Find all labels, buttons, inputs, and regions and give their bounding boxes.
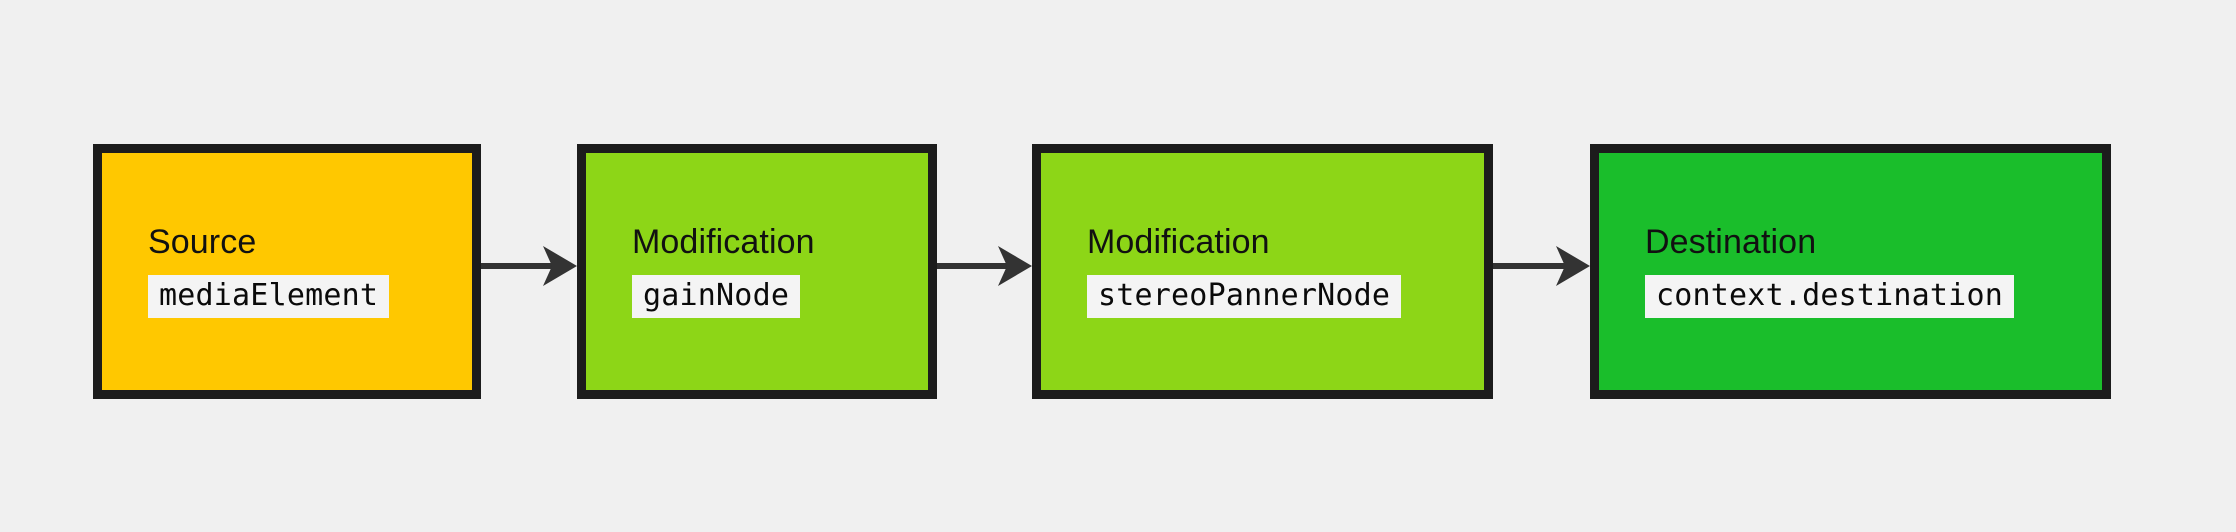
- node-source[interactable]: Source mediaElement: [93, 144, 481, 399]
- edge-source-to-gain: [481, 238, 579, 296]
- node-title: Destination: [1645, 222, 1817, 261]
- arrow-right-icon: [1493, 246, 1590, 286]
- node-title: Modification: [1087, 222, 1270, 261]
- edge-gain-to-panner: [937, 238, 1034, 296]
- node-title: Modification: [632, 222, 815, 261]
- node-destination[interactable]: Destination context.destination: [1590, 144, 2111, 399]
- node-panner[interactable]: Modification stereoPannerNode: [1032, 144, 1493, 399]
- arrow-right-icon: [481, 246, 577, 286]
- node-code-label: gainNode: [632, 274, 801, 319]
- node-code-label: mediaElement: [148, 274, 390, 319]
- node-gain[interactable]: Modification gainNode: [577, 144, 937, 399]
- arrow-right-icon: [937, 246, 1032, 286]
- node-code-label: context.destination: [1645, 274, 2014, 319]
- node-title: Source: [148, 222, 257, 261]
- edge-panner-to-destination: [1493, 238, 1592, 296]
- node-code-label: stereoPannerNode: [1087, 274, 1402, 319]
